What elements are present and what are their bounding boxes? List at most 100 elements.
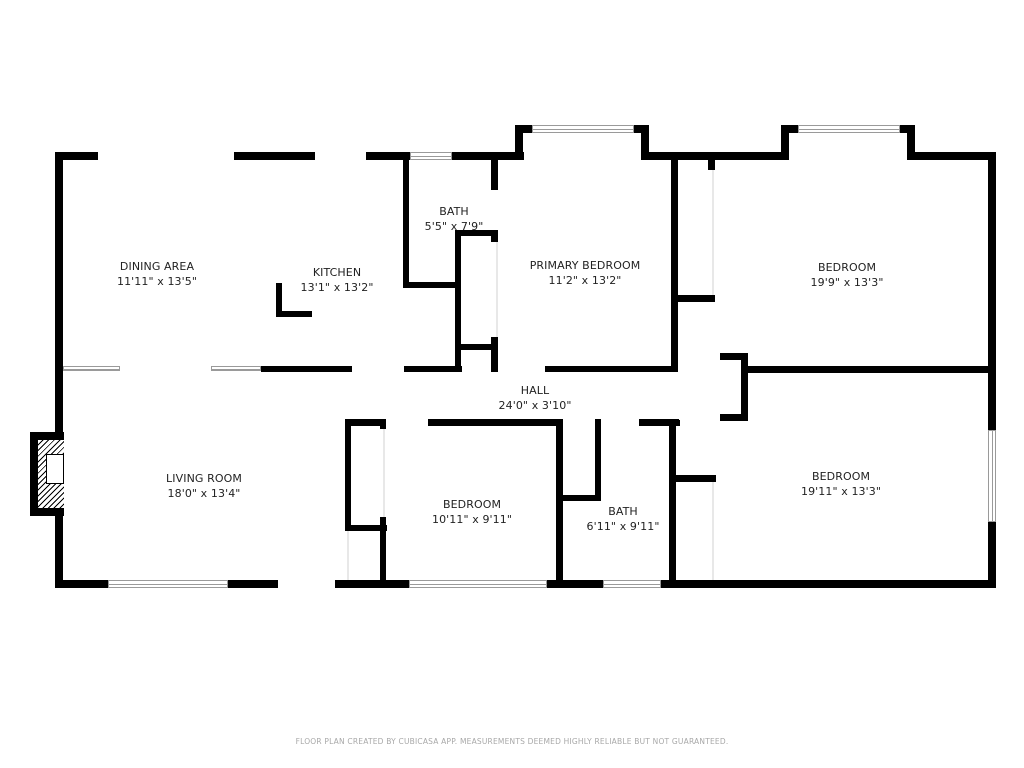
room-dimensions: 13'1" x 13'2" <box>300 281 374 294</box>
room-label-bedroom-se: BEDROOM 19'11" x 13'3" <box>801 469 881 499</box>
room-name: BEDROOM <box>811 470 871 483</box>
room-dimensions: 11'2" x 13'2" <box>548 274 622 287</box>
wall-s-closet-east-top <box>380 419 386 429</box>
wall-primary-east <box>671 160 678 372</box>
wall-s-closet-east-bottom <box>380 517 386 588</box>
wall-hall-south-2 <box>428 419 560 426</box>
wall-bath1-south <box>403 282 459 288</box>
footer-disclaimer: FLOOR PLAN CREATED BY CUBICASA APP. MEAS… <box>295 737 729 746</box>
wall-south-5 <box>661 580 996 588</box>
room-label-dining-area: DINING AREA 11'11" x 13'5" <box>117 259 197 289</box>
divider-dining-living-2 <box>211 366 261 371</box>
wall-west <box>55 152 63 588</box>
wall-north-1 <box>55 152 98 160</box>
wall-east-2 <box>988 522 996 588</box>
s-closet-door-2 <box>347 531 349 580</box>
room-dimensions: 24'0" x 3'10" <box>498 399 572 412</box>
room-dimensions: 6'11" x 9'11" <box>586 520 660 533</box>
wall-s-closet-bottom <box>345 525 387 531</box>
wall-bay-ne-right <box>907 125 915 160</box>
wall-north-4 <box>452 152 524 160</box>
wall-east-1 <box>988 152 996 430</box>
window-bath-south <box>603 580 661 588</box>
wall-vestibule-bottom <box>720 414 748 421</box>
fireplace <box>30 432 64 516</box>
room-dimensions: 11'11" x 13'5" <box>116 275 198 288</box>
window-primary-bay <box>532 125 634 133</box>
room-label-kitchen: KITCHEN 13'1" x 13'2" <box>301 265 374 295</box>
closet-door <box>496 242 498 337</box>
wall-closet-east-top <box>491 230 498 242</box>
wall-closet-bottom <box>455 344 498 350</box>
window-ne-bay <box>798 125 900 133</box>
room-name: HALL <box>520 384 550 397</box>
wall-vestibule-east <box>741 353 748 421</box>
wall-bath2-closet-west <box>595 419 601 501</box>
room-label-hall: HALL 24'0" x 3'10" <box>499 383 572 413</box>
kitchen-counter-horizontal <box>276 311 312 317</box>
room-dimensions: 19'9" x 13'3" <box>810 276 884 289</box>
s-closet-door <box>383 429 385 517</box>
wall-bath2-closet-bottom <box>556 495 601 501</box>
wall-bath2-east <box>669 419 676 588</box>
wall-closet-west <box>455 230 461 372</box>
wall-ne-closet-bottom-stub <box>708 295 715 302</box>
wall-ne-bedroom-south <box>748 366 996 373</box>
divider-dining-living-1 <box>63 366 120 371</box>
room-name: KITCHEN <box>312 266 362 279</box>
room-label-bath-1: BATH 5'5" x 7'9" <box>425 204 484 234</box>
wall-bay-ne-top-l <box>781 125 798 133</box>
wall-bay-primary-top-l <box>515 125 532 133</box>
wall-kitchen-south-2 <box>404 366 462 372</box>
room-label-living-room: LIVING ROOM 18'0" x 13'4" <box>166 471 242 501</box>
window-bath-north <box>410 152 452 160</box>
wall-north-3 <box>366 152 410 160</box>
wall-closet-top <box>455 230 498 236</box>
wall-ne-closet-bottom <box>676 295 715 302</box>
room-name: BEDROOM <box>817 261 877 274</box>
wall-bath1-east-top <box>491 160 498 190</box>
wall-bath1-west <box>403 160 409 286</box>
wall-ne-closet-top-stub <box>708 160 715 170</box>
room-label-bedroom-s: BEDROOM 10'11" x 9'11" <box>432 497 512 527</box>
room-label-bath-2: BATH 6'11" x 9'11" <box>587 504 660 534</box>
room-label-primary-bedroom: PRIMARY BEDROOM 11'2" x 13'2" <box>530 258 641 288</box>
wall-s-closet-west <box>345 419 351 531</box>
wall-bay-primary-left <box>515 125 523 160</box>
wall-closet-east-bottom <box>491 337 498 372</box>
wall-bedroom-bath-divider <box>556 419 563 588</box>
room-dimensions: 10'11" x 9'11" <box>431 513 513 526</box>
wall-south-1 <box>55 580 108 588</box>
ne-closet-door <box>712 170 714 295</box>
room-name: DINING AREA <box>119 260 195 273</box>
wall-hall-north-2 <box>545 366 676 372</box>
se-closet-door <box>712 482 714 580</box>
wall-hall-south-4 <box>639 419 679 426</box>
window-east <box>988 430 996 522</box>
fireplace-firebox <box>46 454 64 484</box>
wall-north-5 <box>641 152 789 160</box>
kitchen-counter-vertical <box>276 283 282 317</box>
room-name: PRIMARY BEDROOM <box>529 259 641 272</box>
room-name: LIVING ROOM <box>166 472 242 485</box>
room-name: BATH <box>439 205 469 218</box>
wall-bay-ne-left <box>781 125 789 160</box>
window-bedroom-south <box>409 580 547 588</box>
wall-south-2 <box>228 580 278 588</box>
room-dimensions: 5'5" x 7'9" <box>424 220 484 233</box>
wall-hall-south-1 <box>345 419 385 426</box>
wall-north-6 <box>907 152 996 160</box>
room-label-bedroom-ne: BEDROOM 19'9" x 13'3" <box>811 260 884 290</box>
wall-north-2 <box>234 152 315 160</box>
wall-se-closet-top <box>676 475 716 482</box>
wall-south-3 <box>335 580 409 588</box>
room-name: BATH <box>608 505 638 518</box>
room-name: BEDROOM <box>442 498 502 511</box>
wall-south-4 <box>547 580 603 588</box>
room-dimensions: 19'11" x 13'3" <box>800 485 882 498</box>
wall-vestibule-top <box>720 353 748 360</box>
wall-kitchen-south <box>261 366 352 372</box>
room-dimensions: 18'0" x 13'4" <box>167 487 241 500</box>
window-living-south <box>108 580 228 588</box>
